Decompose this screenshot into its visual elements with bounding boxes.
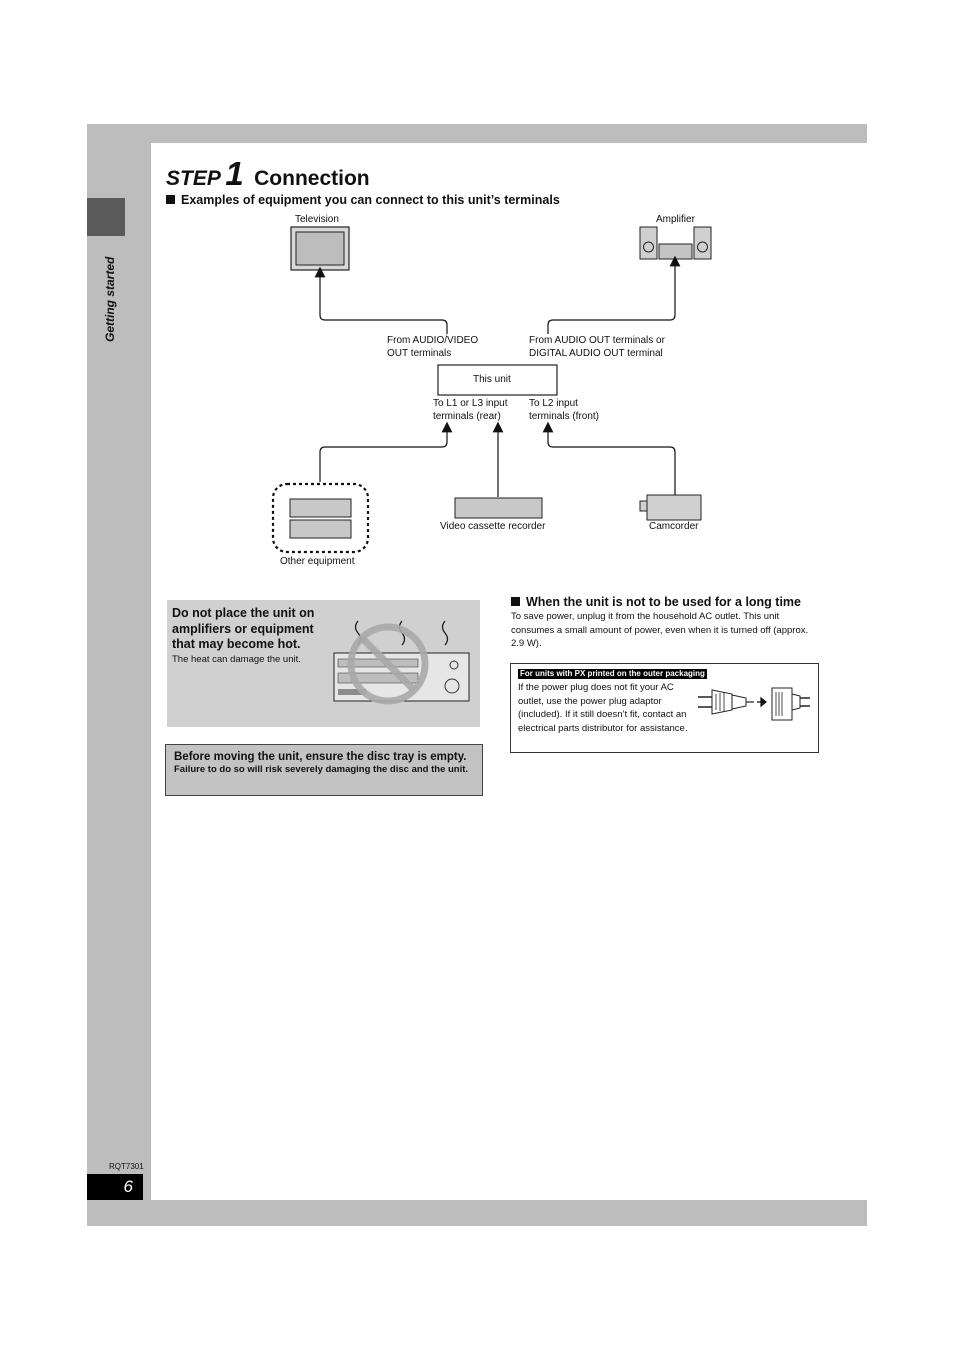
this-unit-label: This unit (473, 374, 511, 385)
other-equipment-icon (271, 482, 370, 554)
long-time-body: To save power, unplug it from the househ… (511, 611, 809, 649)
step-number: 1 (225, 155, 244, 192)
top-band (87, 124, 867, 143)
other-equipment-label: Other equipment (280, 556, 355, 567)
television-icon (290, 226, 350, 271)
audio-out-label-line1: From AUDIO OUT terminals or (529, 335, 665, 346)
av-out-label-line1: From AUDIO/VIDEO (387, 335, 479, 346)
move-warning-box: Before moving the unit, ensure the disc … (165, 744, 483, 796)
audio-out-label-line2: DIGITAL AUDIO OUT terminal (529, 348, 663, 359)
document-code: RQT7301 (109, 1162, 144, 1171)
l2-input-label-line1: To L2 input (529, 398, 578, 409)
camcorder-icon (639, 494, 702, 521)
connection-diagram (271, 226, 712, 554)
this-unit-box (437, 364, 558, 396)
amplifier-label: Amplifier (656, 214, 695, 225)
l2-input-label: To L2 input terminals (front) (529, 397, 599, 423)
page-number: 6 (87, 1174, 143, 1200)
vcr-icon (454, 497, 543, 519)
square-bullet-icon (511, 597, 520, 606)
amplifier-icon (639, 226, 712, 260)
l1-l3-input-label-line1: To L1 or L3 input (433, 398, 508, 409)
bottom-band (87, 1200, 867, 1226)
examples-heading-text: Examples of equipment you can connect to… (181, 193, 560, 207)
px-note-body: If the power plug does not fit your AC o… (518, 682, 688, 734)
px-note-label: For units with PX printed on the outer p… (518, 669, 707, 679)
av-out-label: From AUDIO/VIDEO OUT terminals (387, 334, 478, 360)
examples-heading: Examples of equipment you can connect to… (166, 193, 560, 207)
heat-warning-subtitle: The heat can damage the unit. (172, 654, 301, 665)
square-bullet-icon (166, 195, 175, 204)
move-warning-line1: Before moving the unit, ensure the disc … (174, 751, 467, 763)
sidebar (87, 124, 151, 1226)
camcorder-label: Camcorder (649, 521, 699, 532)
title-text: Connection (254, 167, 370, 190)
vcr-label: Video cassette recorder (440, 521, 546, 532)
l2-input-label-line2: terminals (front) (529, 411, 600, 422)
long-time-heading-text: When the unit is not to be used for a lo… (526, 595, 801, 609)
prohibited-stacking-icon (333, 620, 470, 705)
step-word: STEP (166, 167, 221, 190)
audio-out-label: From AUDIO OUT terminals or DIGITAL AUDI… (529, 334, 665, 360)
section-tab-marker (87, 198, 125, 236)
plug-adaptor-icon (698, 687, 810, 721)
px-note-box (510, 663, 819, 753)
page-title: STEP 1 Connection (166, 155, 370, 193)
heat-warning-title: Do not place the unit on amplifiers or e… (172, 606, 315, 651)
av-out-label-line2: OUT terminals (387, 348, 452, 359)
move-warning-line2: Failure to do so will risk severely dama… (174, 764, 469, 775)
l1-l3-input-label: To L1 or L3 input terminals (rear) (433, 397, 508, 423)
l1-l3-input-label-line2: terminals (rear) (433, 411, 501, 422)
television-label: Television (295, 214, 339, 225)
long-time-heading: When the unit is not to be used for a lo… (511, 595, 801, 609)
